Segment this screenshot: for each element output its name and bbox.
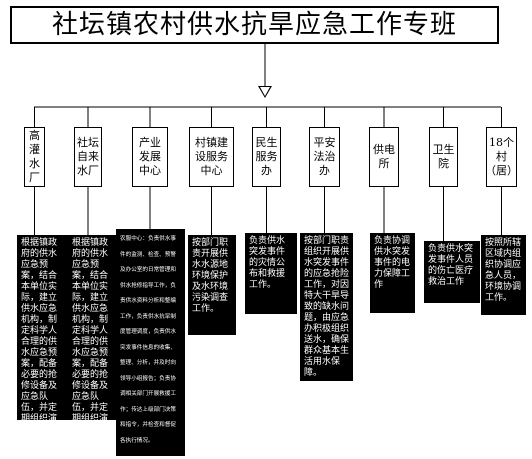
duty-text-gaoguan-water-plant: 根据镇政府的供水应急预案，结合本单位实际，建立供水应急机构，制定科学人合理的供水… [17,235,68,435]
dept-box-industry-center: 产业发展中心 [132,127,168,187]
dept-box-villages: 18个村（居） [485,127,518,187]
dept-box-power-station: 供电所 [369,127,399,187]
duty-text-safety-law-office: 按部门职责组织开展供水突发事件的应急抢险工作，对因特大干旱导致的缺水问题，由应急… [300,233,353,381]
down-arrow-icon [258,86,272,98]
page-title: 社坛镇农村供水抗旱应急工作专班 [10,6,499,44]
duty-text-livelihood-office: 负责供水突发事件的灾情公布和救援工作。 [245,233,297,314]
duty-text-industry-center: 农服中心：负责供水事件的监测、检查、预警及办公室的日常管理和供水抢修指导工作，负… [116,229,185,456]
dept-box-shetan-water-plant: 社坛自来水厂 [74,127,102,187]
dept-box-health-center: 卫生院 [429,127,458,187]
dept-box-gaoguan-water-plant: 高灌水厂 [24,127,45,187]
duty-text-power-station: 负责协调供水突发事件的电力保障工作 [370,233,415,313]
duty-text-villages: 按照所辖区域内组织协调应急人员，环境协调工作。 [481,235,526,315]
dept-box-livelihood-office: 民生服务办 [252,127,281,187]
duty-text-shetan-water-plant: 根据镇政府的供水应急预案，结合本单位实际，建立供水应急机构，制定科学人合理的供水… [68,235,116,435]
dept-box-safety-law-office: 平安法治办 [309,127,340,187]
duty-text-health-center: 负责供水突发事件人员的伤亡医疗救治工作 [424,241,480,303]
duty-text-town-construction: 按部门职责开展供水水源地环境保护及水环境污染调查工作。 [188,235,236,335]
dept-box-town-construction: 村镇建设服务中心 [189,127,234,187]
